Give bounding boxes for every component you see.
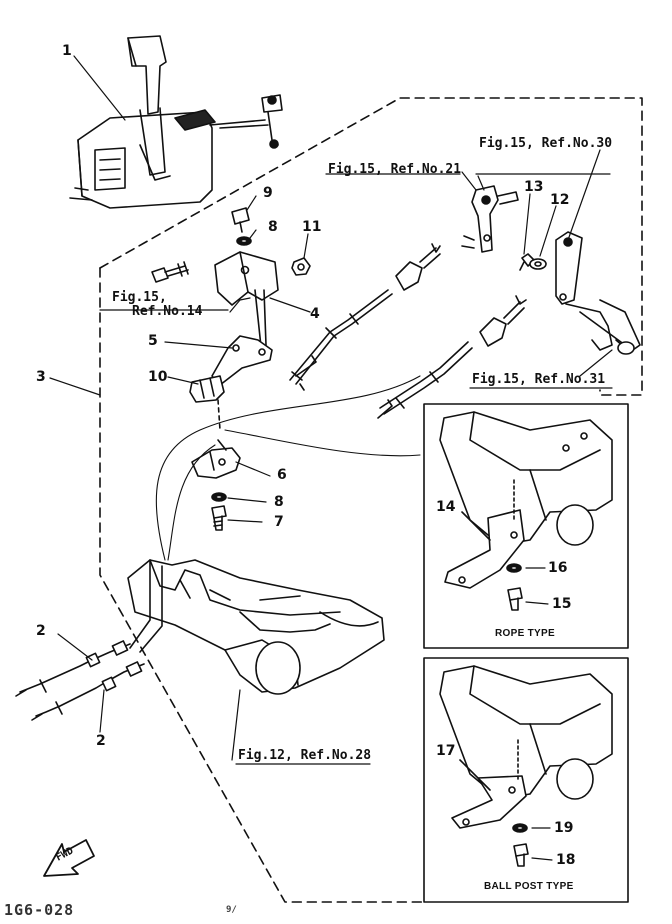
part-number-4: 4 — [310, 306, 320, 322]
rope-bolt-15 — [507, 587, 523, 611]
ref-fig15-14-line2: Ref.No.14 — [132, 304, 203, 319]
part-number-11: 11 — [302, 219, 322, 235]
part-number-12: 12 — [550, 192, 570, 208]
ref-fig15-14-line1: Fig.15, — [112, 290, 167, 305]
part-number-8-top: 8 — [268, 219, 278, 235]
cable-joint-lower — [479, 295, 527, 347]
part-number-13: 13 — [524, 179, 544, 195]
part-number-17: 17 — [436, 743, 456, 759]
dashed-boundary-left — [99, 267, 426, 903]
nut-11 — [291, 257, 311, 276]
drawing-code-suffix: 9/ — [226, 905, 237, 915]
clamp-6 — [191, 439, 241, 479]
cable-route — [155, 375, 421, 561]
ball-post-washer-19 — [512, 823, 528, 833]
dashed-boundary — [99, 97, 643, 396]
part-number-1: 1 — [62, 43, 72, 59]
washer-8-lower — [211, 492, 227, 502]
part-number-10: 10 — [148, 369, 168, 385]
cables-2 — [15, 559, 163, 721]
bolt-left — [151, 261, 189, 283]
control-cables — [289, 289, 473, 419]
linkage-21 — [461, 185, 519, 253]
part-number-2-upper: 2 — [36, 623, 46, 639]
part-number-19: 19 — [554, 820, 574, 836]
washer-12 — [529, 258, 547, 270]
part-number-6: 6 — [277, 467, 287, 483]
cable-route-2 — [224, 429, 421, 457]
bolt-9 — [231, 207, 250, 233]
remote-control-box — [69, 35, 283, 209]
part-number-18: 18 — [556, 852, 576, 868]
part-number-5: 5 — [148, 333, 158, 349]
bolt-7 — [211, 505, 227, 531]
part-number-16: 16 — [548, 560, 568, 576]
part-number-15: 15 — [552, 596, 572, 612]
leader-lines — [49, 55, 613, 761]
ref-fig15-31: Fig.15, Ref.No.31 — [472, 372, 606, 387]
bracket-4 — [214, 251, 279, 357]
rope-bracket-illustration — [439, 411, 613, 589]
fwd-arrow — [43, 839, 95, 877]
cable-joint-upper — [395, 243, 441, 291]
ref-fig15-21: Fig.15, Ref.No.21 — [328, 162, 462, 177]
part-number-8-lower: 8 — [274, 494, 284, 510]
part-number-3: 3 — [36, 369, 46, 385]
engine-bracket — [127, 559, 385, 695]
ball-post-bracket-illustration — [439, 665, 613, 829]
linkage-30 — [555, 231, 641, 355]
clamp-10 — [189, 375, 225, 431]
ball-post-bolt-18 — [513, 843, 529, 867]
part-number-9: 9 — [263, 185, 273, 201]
ref-fig15-30: Fig.15, Ref.No.30 — [479, 136, 613, 151]
caption-rope-type: ROPE TYPE — [495, 628, 555, 639]
rope-washer-16 — [506, 563, 522, 573]
part-number-14: 14 — [436, 499, 456, 515]
ref-fig12-28: Fig.12, Ref.No.28 — [238, 748, 372, 763]
washer-8-top — [236, 236, 252, 246]
part-number-7: 7 — [274, 514, 284, 530]
caption-ball-post-type: BALL POST TYPE — [484, 881, 574, 892]
drawing-code: 1G6-028 — [4, 901, 75, 919]
part-number-2-lower: 2 — [96, 733, 106, 749]
